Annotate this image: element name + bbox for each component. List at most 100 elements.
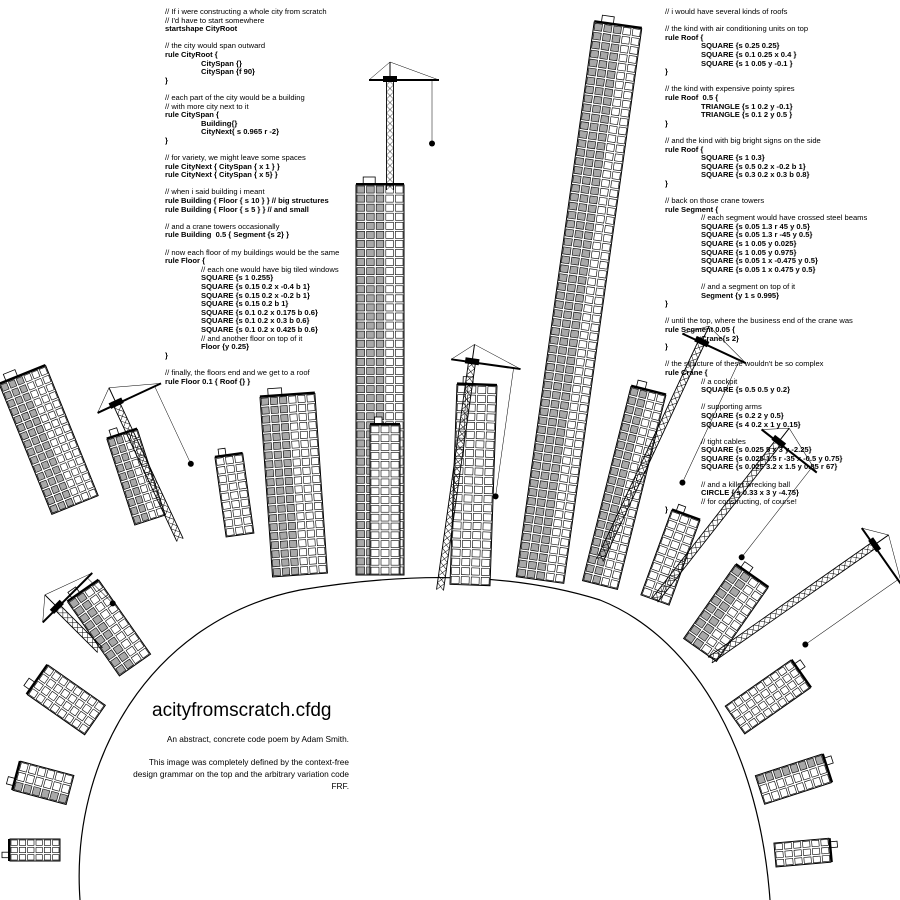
building-right-mid	[581, 379, 667, 590]
code-line: rule Roof {	[665, 144, 704, 154]
code-line: rule Crane {	[665, 367, 708, 377]
poem-subtitle: An abstract, concrete code poem by Adam …	[166, 734, 349, 744]
code-line: // each segment would have crossed steel…	[701, 213, 868, 223]
code-line: // when i said building i meant	[165, 187, 265, 197]
code-line: // with more city next to it	[165, 101, 249, 111]
code-line: CitySpan {}	[201, 58, 242, 68]
code-line: TRIANGLE {s 0.1 2 y 0.5 }	[701, 110, 793, 120]
code-line: rule Floor {	[165, 256, 206, 266]
code-line: }	[665, 178, 668, 188]
code-line	[665, 395, 867, 404]
code-line: }	[665, 505, 668, 515]
code-line: Floor {y 0.25}	[201, 342, 250, 352]
code-line: }	[165, 135, 168, 145]
code-line: }	[165, 75, 168, 85]
code-line: }	[665, 342, 668, 352]
code-line: rule Segment 0.05 {	[665, 324, 736, 334]
code-line: rule Building 0.5 { Segment {s 2} }	[165, 230, 290, 240]
code-line: CitySpan {f 90}	[201, 67, 256, 77]
code-line: SQUARE {s 1 0.3}	[701, 153, 765, 163]
poem-description: This image was completely defined by the…	[133, 757, 349, 791]
code-line: }	[665, 67, 668, 77]
code-line: Segment {y 1 s 0.995}	[701, 290, 780, 300]
code-line: rule CityNext { CitySpan { x 5} }	[165, 170, 278, 180]
crane-far-right	[707, 527, 900, 664]
building-lower-right-3	[754, 753, 834, 805]
code-line: SQUARE {s 1 0.05 y -0.1 }	[701, 58, 793, 68]
code-line: rule CityNext { CitySpan { x 1 } }	[165, 161, 280, 171]
code-line: SQUARE {s 0.025 5 x 3 y -2.25}	[701, 445, 812, 455]
code-line: // until the top, where the business end…	[665, 316, 853, 326]
building-center-left	[259, 387, 328, 578]
building-center-front	[369, 416, 401, 576]
code-line	[665, 429, 867, 438]
code-line: CIRCLE { s 0.33 x 3 y -4.75}	[701, 488, 799, 498]
code-line: // the kind with expensive pointy spires	[665, 84, 795, 94]
code-line: rule Building { Floor { s 10 } } // big …	[165, 196, 329, 206]
code-line: SQUARE {s 0.1 0.2 x 0.3 b 0.6}	[201, 316, 310, 326]
code-line: rule Roof {	[665, 32, 704, 42]
code-line: rule Building { Floor { s 5 } } // and s…	[165, 204, 309, 214]
code-line: // and a segment on top of it	[701, 282, 796, 291]
building-left-small	[214, 447, 255, 538]
code-line: startshape CityRoot	[165, 24, 238, 34]
code-line: // for constructing, of course!	[701, 496, 797, 506]
code-line: SQUARE {s 0.05 1.3 r 45 y 0.5}	[701, 221, 810, 231]
building-left-mid	[106, 427, 166, 526]
code-line: // for variety, we might leave some spac…	[165, 153, 306, 163]
code-line: rule Roof 0.5 {	[665, 92, 719, 102]
code-line: }	[665, 299, 668, 309]
city-baseline	[78, 577, 771, 900]
building-tallest	[515, 14, 643, 584]
code-line: SQUARE {s 0.05 1 x -0.475 y 0.5}	[701, 256, 818, 266]
code-line: SQUARE {s 0.05 1 x 0.475 y 0.5}	[701, 264, 816, 274]
code-line: }	[665, 118, 668, 128]
crane-right-tall	[596, 325, 747, 562]
code-line: Building{}	[201, 118, 238, 128]
code-line: SQUARE {s 0.25 0.25}	[701, 41, 780, 51]
code-line: SQUARE {s 4 0.2 x 1 y 0.15}	[701, 419, 801, 429]
code-line: rule CityRoot {	[165, 49, 218, 59]
code-line: TRIANGLE {s 1 0.2 y -0.1}	[701, 101, 793, 111]
code-line: SQUARE {s 1 0.05 y 0.025}	[701, 239, 797, 249]
code-line: SQUARE {s 0.1 0.25 x 0.4 }	[701, 49, 797, 59]
crane-center-top	[368, 61, 440, 191]
building-lower-right-2	[724, 659, 812, 735]
code-line: // the kind with air conditioning units …	[665, 24, 809, 34]
code-line: SQUARE {s 0.3 0.2 x 0.3 b 0.8}	[701, 170, 810, 180]
code-line: rule Segment {	[665, 204, 719, 214]
code-line: SQUARE {s 0.05 1.3 r -45 y 0.5}	[701, 230, 813, 240]
code-line: // a cockpit	[701, 376, 738, 386]
building-lower-left-4	[1, 838, 61, 862]
code-line: SQUARE {s 0.15 0.2 b 1}	[201, 299, 289, 309]
code-line: SQUARE {s 0.5 0.5 y 0.2}	[701, 385, 791, 395]
code-line: SQUARE {s 0.1 0.2 x 0.175 b 0.6}	[201, 307, 318, 317]
crane-right	[651, 427, 818, 603]
code-line: SQUARE {s 0.5 0.2 x -0.2 b 1}	[701, 161, 806, 171]
code-line: SQUARE {s 0.025 1.5 r -35 x -0.5 y 0.75}	[701, 453, 843, 463]
code-line: // the structure of these wouldn't be so…	[665, 359, 824, 369]
building-lower-left-3	[5, 760, 75, 806]
code-line: // tight cables	[701, 436, 746, 446]
code-line: // i would have several kinds of roofs	[665, 7, 788, 16]
poem-title: acityfromscratch.cfdg	[152, 700, 332, 721]
crane-center	[436, 344, 521, 591]
code-line: // I'd have to start somewhere	[165, 15, 265, 25]
code-line: SQUARE {s 0.025 3.2 x 1.5 y 0.85 r 67}	[701, 462, 838, 472]
building-lower-right-1	[682, 561, 770, 663]
code-line: // each part of the city would be a buil…	[165, 92, 305, 102]
code-line: Crane{s 2}	[701, 333, 739, 343]
code-line: // each one would have big tiled windows	[201, 264, 339, 274]
code-line: SQUARE {s 0.2 2 y 0.5}	[701, 410, 784, 420]
code-poem-right: // i would have several kinds of roofs //…	[665, 7, 868, 515]
code-line: SQUARE {s 1 0.255}	[201, 273, 274, 283]
crane-left	[97, 382, 194, 542]
code-line: // and a crane towers occasionally	[165, 221, 280, 231]
building-lower-left-2	[23, 663, 107, 736]
code-line: // the city would span outward	[165, 41, 266, 51]
building-lower-right-4	[773, 837, 838, 868]
code-line: rule Floor 0.1 { Roof {} }	[165, 376, 251, 386]
building-right-small	[640, 503, 701, 606]
code-line: rule CitySpan {	[165, 110, 220, 120]
